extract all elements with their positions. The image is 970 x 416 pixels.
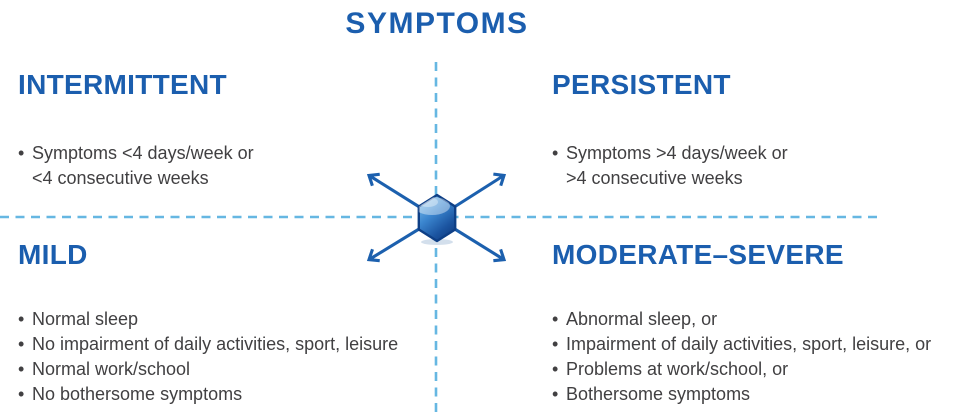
bullet-item: Impairment of daily activities, sport, l…: [552, 332, 968, 357]
quadrant-mild: MILD Normal sleepNo impairment of daily …: [18, 239, 434, 408]
bullet-item: Symptoms <4 days/week or <4 consecutive …: [18, 141, 418, 191]
bullet-item: Bothersome symptoms: [552, 382, 968, 407]
bullet-item: Normal work/school: [18, 357, 434, 382]
quadrant-intermittent-heading: INTERMITTENT: [18, 69, 227, 100]
quadrant-persistent: PERSISTENT Symptoms >4 days/week or >4 c…: [552, 70, 964, 191]
quadrant-persistent-heading: PERSISTENT: [552, 69, 731, 100]
quadrant-moderate-severe: MODERATE–SEVERE Abnormal sleep, orImpair…: [552, 239, 968, 408]
bullet-item: Problems at work/school, or: [552, 357, 968, 382]
persistent-bullet-list: Symptoms >4 days/week or >4 consecutive …: [552, 141, 964, 191]
moderate-severe-bullet-list: Abnormal sleep, orImpairment of daily ac…: [552, 307, 968, 407]
page-title: SYMPTOMS: [345, 7, 529, 40]
bullet-item: No bothersome symptoms: [18, 382, 434, 407]
bullet-item: No impairment of daily activities, sport…: [18, 332, 434, 357]
quadrant-intermittent: INTERMITTENT Symptoms <4 days/week or <4…: [18, 70, 418, 191]
hexagon-icon: [417, 193, 457, 245]
mild-bullet-list: Normal sleepNo impairment of daily activ…: [18, 307, 434, 407]
bullet-item: Abnormal sleep, or: [552, 307, 968, 332]
intermittent-bullet-list: Symptoms <4 days/week or <4 consecutive …: [18, 141, 418, 191]
bullet-item: Symptoms >4 days/week or >4 consecutive …: [552, 141, 964, 191]
quadrant-mild-heading: MILD: [18, 239, 88, 270]
bullet-item: Normal sleep: [18, 307, 434, 332]
quadrant-moderate-severe-heading: MODERATE–SEVERE: [552, 239, 844, 270]
